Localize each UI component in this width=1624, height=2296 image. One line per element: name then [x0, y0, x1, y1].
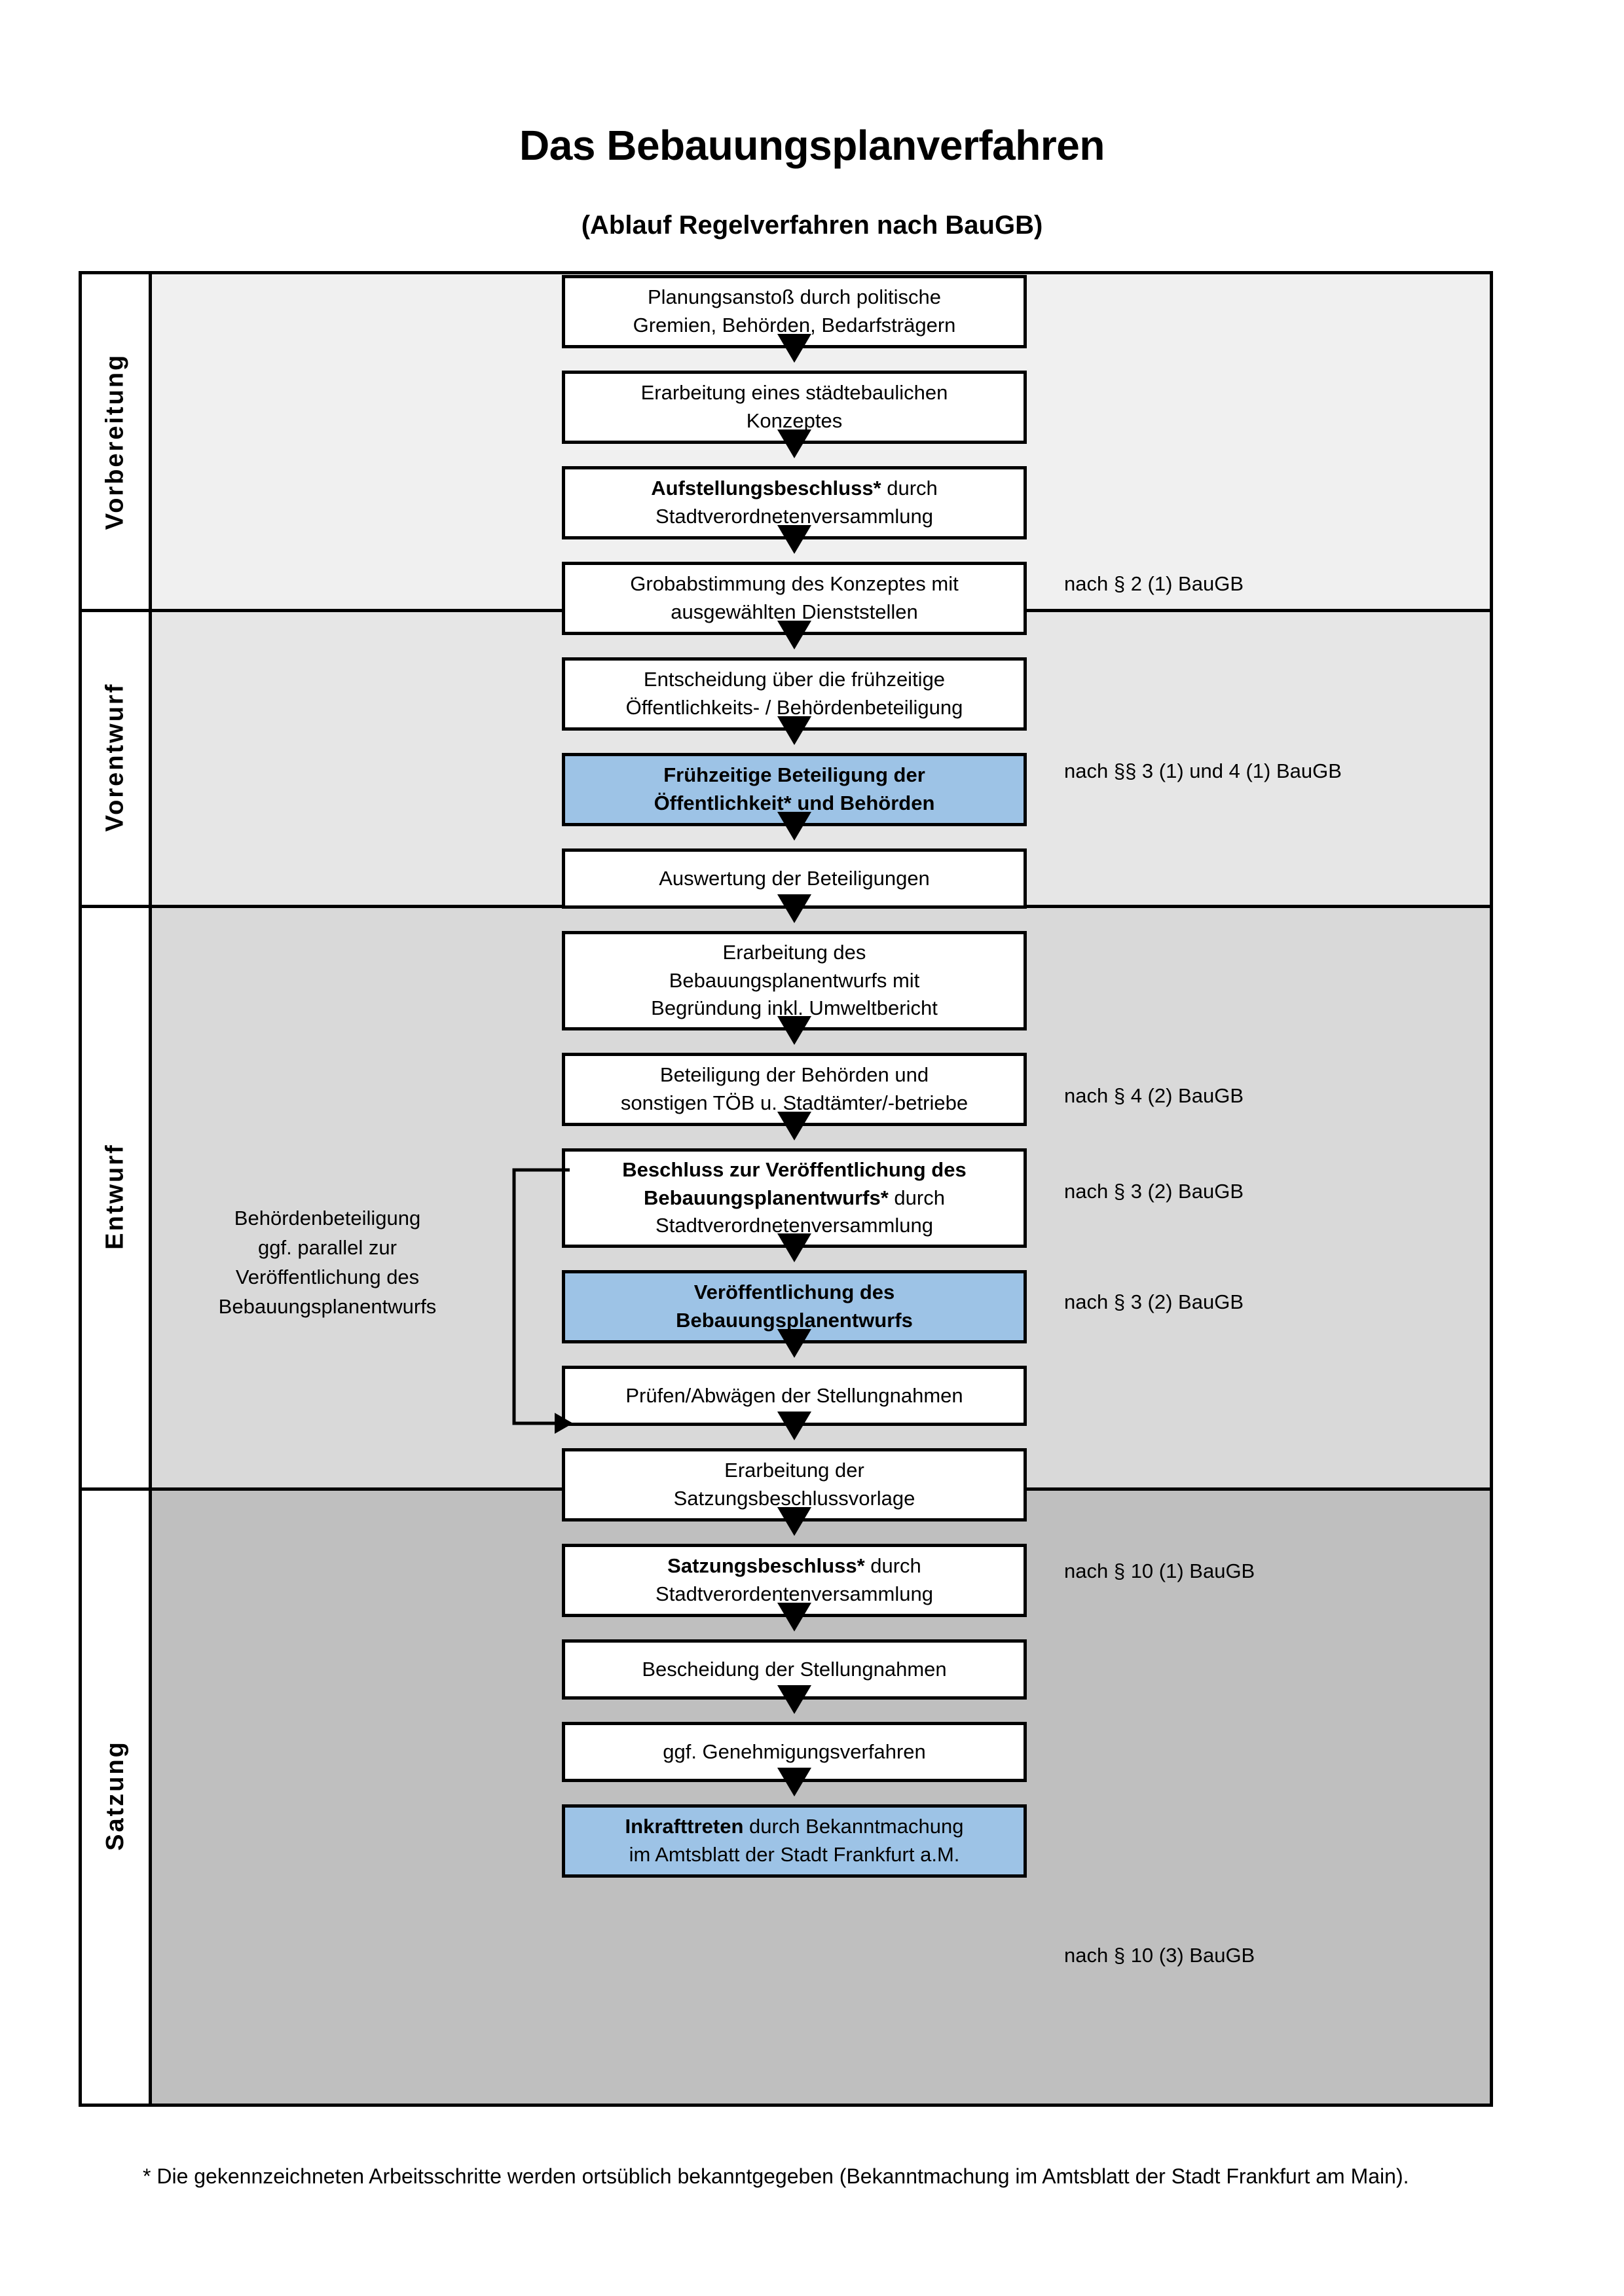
flow-arrow-down-icon	[777, 716, 811, 753]
flow-arrow-down-icon	[777, 1329, 811, 1366]
flow-arrow-down-icon	[777, 1112, 811, 1148]
phase-label-vorbereitung: Vorbereitung	[82, 274, 149, 609]
flow-step-label: Prüfen/Abwägen der Stellungnahmen	[625, 1383, 963, 1407]
phase-label-entwurf: Entwurf	[82, 905, 149, 1487]
phase-label-text: Entwurf	[101, 1142, 129, 1250]
flow-step-label: Auswertung der Beteiligungen	[659, 866, 930, 890]
flow-arrow-down-icon	[777, 621, 811, 657]
flow-arrow-down-icon	[777, 1233, 811, 1270]
legal-reference-ref-par-3-2-b: nach § 3 (2) BauGB	[1064, 1290, 1244, 1313]
side-note-line: Bebauungsplanentwurfs	[218, 1294, 437, 1318]
page-title: Das Bebauungsplanverfahren	[519, 122, 1105, 169]
flow-arrow-down-icon	[777, 1603, 811, 1639]
flow-step-label: Bescheidung der Stellungnahmen	[642, 1657, 947, 1681]
legal-reference-ref-par-4-2: nach § 4 (2) BauGB	[1064, 1084, 1244, 1107]
flow-arrow-down-icon	[777, 812, 811, 848]
flow-arrow-down-icon	[777, 1016, 811, 1053]
flow-arrow-down-icon	[777, 1507, 811, 1544]
legal-reference-ref-par-10-3: nach § 10 (3) BauGB	[1064, 1944, 1255, 1967]
label-column-divider	[149, 274, 152, 2104]
flow-step-label: ggf. Genehmigungsverfahren	[663, 1740, 926, 1763]
flow-arrow-down-icon	[777, 334, 811, 371]
legal-reference-ref-par-10-1: nach § 10 (1) BauGB	[1064, 1559, 1255, 1582]
phase-label-text: Vorbereitung	[101, 353, 129, 530]
flow-arrow-down-icon	[777, 525, 811, 562]
side-note-line: ggf. parallel zur	[258, 1235, 397, 1259]
legal-reference-ref-par-2-1: nach § 2 (1) BauGB	[1064, 572, 1244, 595]
legal-reference-ref-par-3-2-a: nach § 3 (2) BauGB	[1064, 1180, 1244, 1203]
side-note-line: Veröffentlichung des	[235, 1265, 420, 1288]
phase-label-text: Vorentwurf	[101, 682, 129, 831]
flow-arrow-down-icon	[777, 1768, 811, 1804]
phase-label-text: Satzung	[101, 1740, 129, 1851]
side-note-line: Behördenbeteiligung	[234, 1207, 421, 1230]
bracket-connector-arrow	[512, 1168, 573, 1434]
footnote-text: * Die gekennzeichneten Arbeitsschritte w…	[143, 2164, 1409, 2188]
flow-arrow-down-icon	[777, 429, 811, 466]
flow-arrow-down-icon	[777, 894, 811, 931]
page-subtitle: (Ablauf Regelverfahren nach BauGB)	[581, 211, 1043, 240]
flow-step-bescheidung[interactable]: Bescheidung der Stellungnahmen	[562, 1639, 1027, 1700]
flow-arrow-down-icon	[777, 1412, 811, 1448]
flow-arrow-down-icon	[777, 1685, 811, 1722]
phase-label-satzung: Satzung	[82, 1487, 149, 2104]
flowchart-frame: Vorbereitung Vorentwurf Entwurf Satzung …	[79, 271, 1493, 2107]
phase-label-vorentwurf: Vorentwurf	[82, 609, 149, 905]
legal-reference-ref-par-3-4-1: nach §§ 3 (1) und 4 (1) BauGB	[1064, 759, 1342, 782]
